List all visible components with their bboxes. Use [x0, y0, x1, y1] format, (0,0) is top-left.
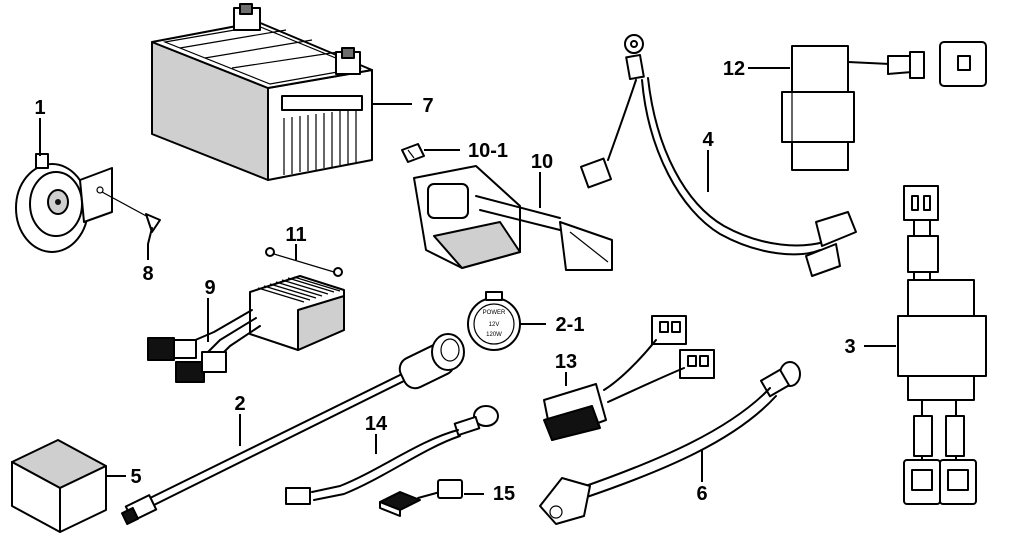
fuse [401, 143, 425, 163]
callout-14: 14 [365, 413, 388, 435]
starter-relay [413, 165, 613, 271]
callout-8: 8 [142, 263, 153, 285]
regulator-rectifier [147, 275, 345, 383]
socket-power-text: POWER [483, 310, 506, 316]
callout-7: 7 [422, 95, 433, 117]
leader-lines [39, 67, 896, 495]
lamp-harness [285, 405, 499, 505]
battery-cable [579, 34, 857, 277]
connector-harness [543, 315, 715, 441]
socket-watt-text: 120W [486, 332, 502, 338]
socket-harness [120, 333, 465, 526]
callout-4: 4 [702, 129, 714, 151]
small-switch [379, 479, 463, 517]
callout-6: 6 [696, 483, 707, 505]
ground-cable [539, 361, 801, 525]
relay-assembly [897, 185, 987, 505]
callout-5: 5 [130, 466, 141, 488]
mounting-screws [265, 247, 343, 277]
callout-2: 2 [234, 393, 245, 415]
callout-2-1: 2-1 [556, 314, 585, 336]
callout-3: 3 [844, 336, 855, 358]
callout-13: 13 [555, 351, 577, 373]
control-box [11, 439, 107, 533]
flasher-relay [781, 41, 987, 171]
socket-volt-text: 12V [489, 322, 500, 328]
callout-11: 11 [285, 224, 306, 246]
callout-10-1: 10-1 [468, 140, 508, 162]
callout-9: 9 [204, 277, 215, 299]
battery [151, 3, 373, 181]
screw [101, 191, 161, 245]
callout-12: 12 [723, 58, 745, 80]
callout-15: 15 [493, 483, 515, 505]
callout-1: 1 [34, 97, 45, 119]
callout-10: 10 [531, 151, 553, 173]
power-socket: POWER 12V 120W [467, 291, 521, 351]
horn [15, 153, 113, 253]
